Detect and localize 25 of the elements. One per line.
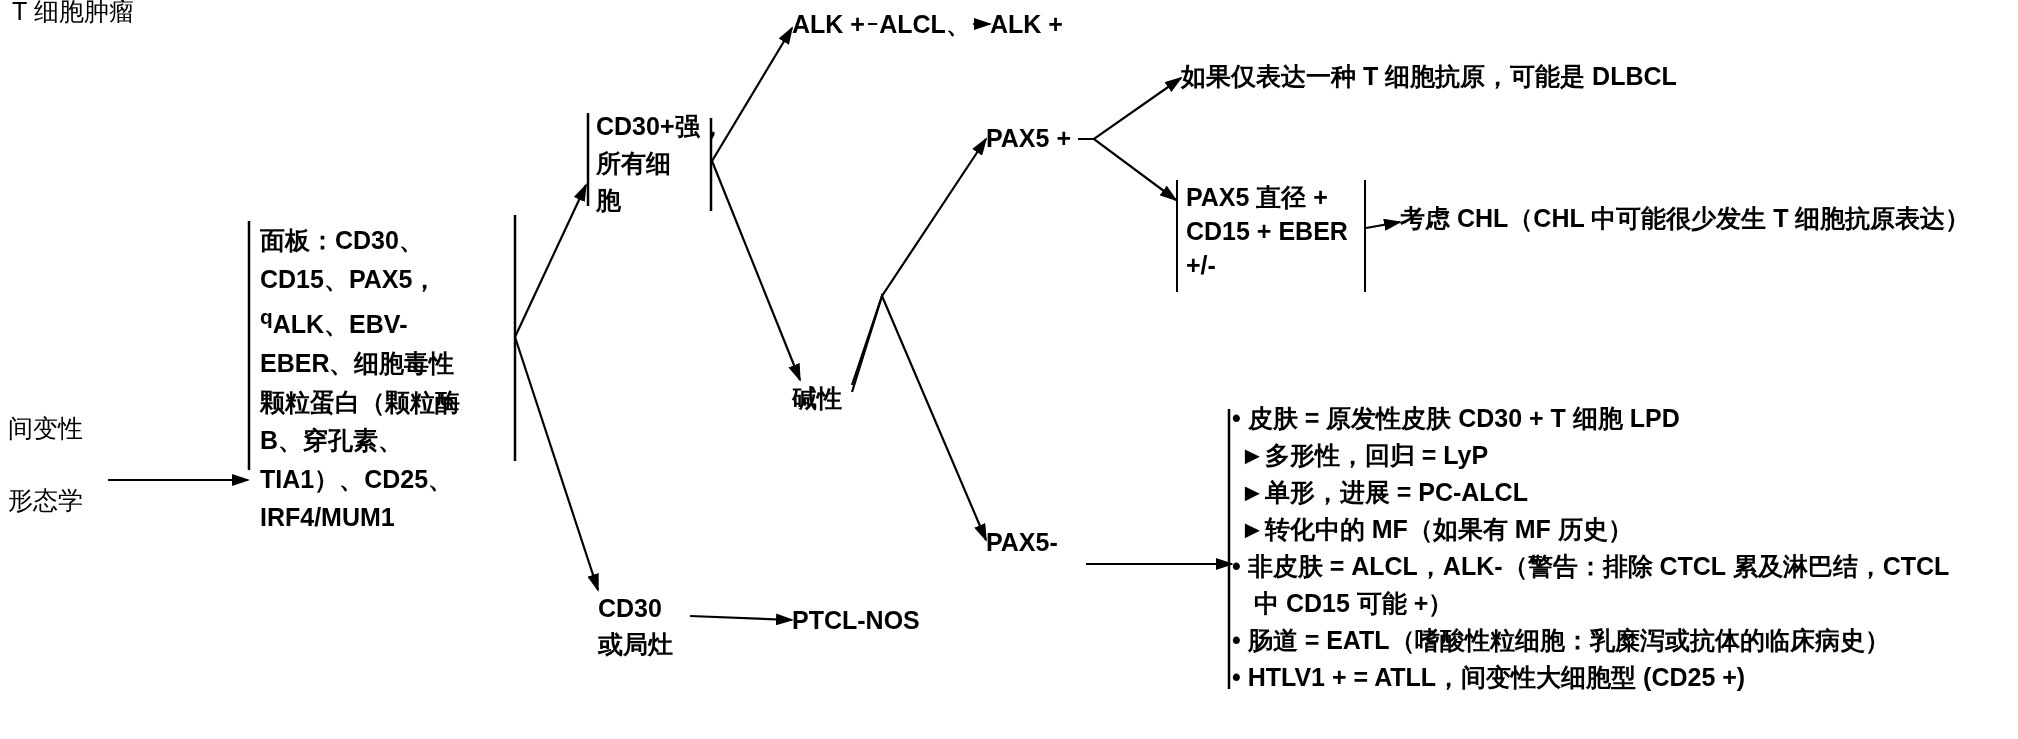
arrow: [689, 613, 794, 626]
result-text: PAX5 直径 + CD15 + EBER +/-: [1176, 180, 1366, 292]
result-text: PAX5 +: [986, 120, 1078, 158]
arrow: [514, 183, 587, 338]
diagnosis-text: PTCL-NOS: [792, 602, 922, 638]
label-text: 形态学: [8, 485, 84, 516]
arrow: [1086, 558, 1234, 570]
arrow: [710, 160, 802, 382]
arrow: [513, 336, 600, 592]
label-text: 间变性: [8, 413, 84, 444]
result-text: CD30 或局灶: [598, 590, 690, 668]
arrow: [108, 474, 250, 486]
arrow: [850, 137, 988, 386]
diagnosis-text: 如果仅表达一种 T 细胞抗原，可能是 DLBCL: [1181, 58, 1821, 96]
arrow: [711, 26, 794, 162]
result-text: PAX5-: [986, 524, 1086, 562]
result-text: ALK +: [792, 6, 868, 42]
marker-panel-text: 面板：CD30、CD15、PAX5，$^{q}$ALK、EBV-EBER、细胞毒性颗粒蛋白（颗粒酶 B、穿孔素、TIA1）、CD25、IRF4/MUM1: [248, 221, 515, 651]
result-text: ALK +: [990, 6, 1070, 42]
diagnosis-list: • 皮肤 = 原发性皮肤 CD30 + T 细胞 LPD ►多形性，回归 = LyP ►单形，进展 = PC-ALCL ►转化中的 MF（如果有 MF 历史） • 非皮肤 = ALCL，ALK-（警告：排除 CTCL 累及淋巴结，CTCL 中 CD15 可能 +） • 肠道 = EATL（嗜酸性粒细胞：乳糜泻或抗体的临床病史） • HTLV1 + = ATLL，间变性大细胞型 (CD25 +): [1232, 400, 1972, 736]
arrow: [1365, 218, 1402, 231]
arrow: [1078, 137, 1178, 202]
arrow: [850, 292, 987, 542]
diagnosis-text: 考虑 CHL（CHL 中可能很少发生 T 细胞抗原表达）: [1400, 200, 2012, 280]
result-text: 碱性: [792, 380, 852, 416]
